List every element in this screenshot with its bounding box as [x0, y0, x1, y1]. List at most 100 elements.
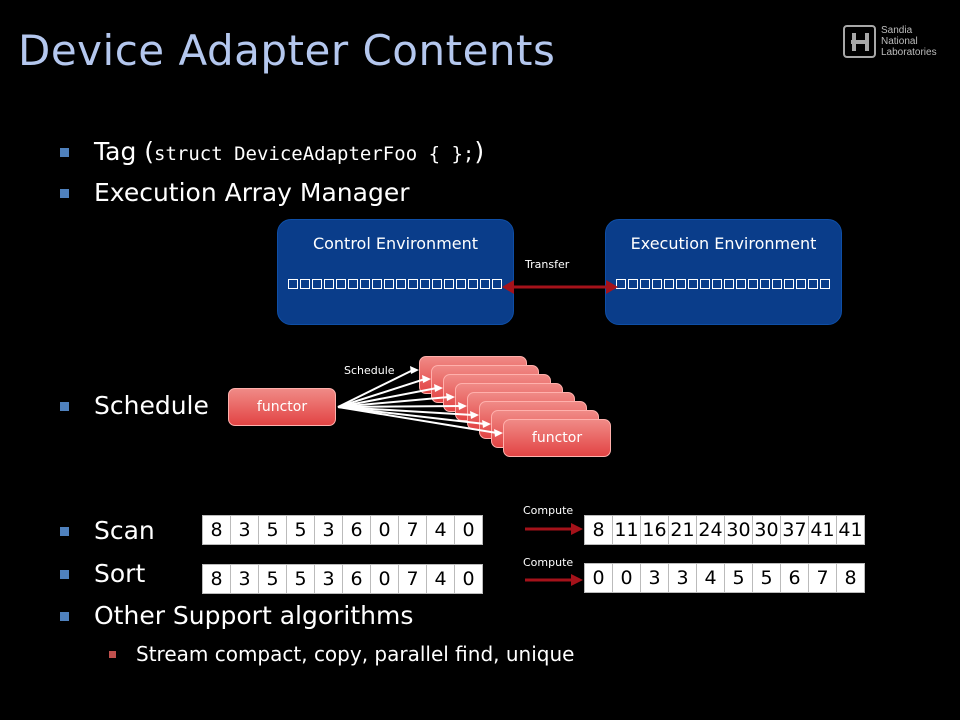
scan-input-cell: 3	[230, 515, 259, 545]
bullet-sort: Sort	[60, 559, 145, 588]
array-cell	[736, 279, 746, 289]
array-cell	[688, 279, 698, 289]
sort-input-cell: 3	[230, 564, 259, 594]
bullet-marker	[60, 189, 69, 198]
schedule-arrows	[337, 366, 503, 437]
array-cell	[748, 279, 758, 289]
scan-output-cell: 16	[640, 515, 669, 545]
scan-output-cell: 8	[584, 515, 613, 545]
array-cell	[456, 279, 466, 289]
schedule-arrow	[337, 387, 438, 408]
schedule-label: Schedule	[344, 364, 395, 377]
execution-environment-box: Execution Environment	[605, 219, 842, 325]
transfer-label: Transfer	[525, 258, 570, 271]
array-cell	[396, 279, 406, 289]
sub-bullet-marker	[109, 651, 116, 658]
scan-output-cell: 41	[808, 515, 837, 545]
execution-array-cells	[616, 279, 832, 290]
array-cell	[784, 279, 794, 289]
array-cell	[444, 279, 454, 289]
sort-input-cell: 5	[258, 564, 287, 594]
scan-output-cell: 41	[836, 515, 865, 545]
schedule-arrowhead	[434, 384, 443, 392]
array-cell	[808, 279, 818, 289]
transfer-arrow	[502, 280, 618, 294]
functor-source: functor	[228, 388, 336, 426]
array-cell	[676, 279, 686, 289]
sort-output-cell: 5	[752, 563, 781, 593]
sort-input-cell: 4	[426, 564, 455, 594]
scan-input-cell: 0	[370, 515, 399, 545]
scan-output-cell: 30	[752, 515, 781, 545]
scan-input-cell: 3	[314, 515, 343, 545]
schedule-arrow	[337, 405, 462, 408]
sort-compute-arrow	[525, 574, 583, 586]
schedule-arrowhead	[458, 402, 467, 410]
array-cell	[664, 279, 674, 289]
scan-input-cell: 5	[286, 515, 315, 545]
sort-input-cell: 5	[286, 564, 315, 594]
scan-compute-arrow	[525, 523, 583, 535]
schedule-arrowhead	[482, 420, 491, 428]
sort-output-cell: 0	[612, 563, 641, 593]
array-cell	[640, 279, 650, 289]
schedule-arrowhead	[422, 375, 431, 383]
bullet-marker	[60, 527, 69, 536]
array-cell	[384, 279, 394, 289]
bullet-other-algorithms: Other Support algorithms	[60, 601, 413, 630]
schedule-arrow	[337, 378, 426, 408]
scan-output-cell: 21	[668, 515, 697, 545]
page-title: Device Adapter Contents	[18, 26, 556, 75]
sandia-thunderbird-icon	[843, 25, 876, 58]
bullet-marker	[60, 148, 69, 157]
schedule-arrowhead	[446, 393, 455, 401]
bullet-tag: Tag (struct DeviceAdapterFoo { };)	[60, 137, 484, 166]
scan-input-cell: 0	[454, 515, 483, 545]
control-environment-box: Control Environment	[277, 219, 514, 325]
sort-output-cell: 7	[808, 563, 837, 593]
sort-output-cell: 8	[836, 563, 865, 593]
sort-input-cell: 3	[314, 564, 343, 594]
sort-input-cell: 0	[370, 564, 399, 594]
array-cell	[772, 279, 782, 289]
control-array-cells	[288, 279, 504, 290]
control-environment-label: Control Environment	[312, 234, 479, 253]
scan-input-cell: 4	[426, 515, 455, 545]
sort-output-cell: 5	[724, 563, 753, 593]
schedule-arrowhead	[410, 366, 419, 374]
array-cell	[820, 279, 830, 289]
array-cell	[372, 279, 382, 289]
array-cell	[628, 279, 638, 289]
array-cell	[700, 279, 710, 289]
schedule-arrow	[337, 406, 474, 416]
array-cell	[336, 279, 346, 289]
sort-output-cell: 0	[584, 563, 613, 593]
bullet-scan: Scan	[60, 516, 155, 545]
bullet-marker	[60, 570, 69, 579]
array-cell	[408, 279, 418, 289]
bullet-marker	[60, 402, 69, 411]
schedule-arrow	[337, 369, 414, 408]
schedule-arrow	[337, 406, 486, 425]
array-cell	[652, 279, 662, 289]
bullet-execution-array-manager: Execution Array Manager	[60, 178, 410, 207]
sort-output-cell: 4	[696, 563, 725, 593]
sub-bullet-stream-compact: Stream compact, copy, parallel find, uni…	[109, 642, 574, 666]
sort-output-cell: 3	[668, 563, 697, 593]
array-cell	[432, 279, 442, 289]
array-cell	[724, 279, 734, 289]
array-cell	[300, 279, 310, 289]
array-cell	[616, 279, 626, 289]
schedule-arrowhead	[470, 411, 479, 419]
tag-code: struct DeviceAdapterFoo { };	[154, 143, 475, 165]
array-cell	[312, 279, 322, 289]
sort-input-cell: 8	[202, 564, 231, 594]
array-cell	[480, 279, 490, 289]
sort-compute-label: Compute	[523, 556, 574, 569]
execution-environment-label: Execution Environment	[630, 234, 817, 253]
